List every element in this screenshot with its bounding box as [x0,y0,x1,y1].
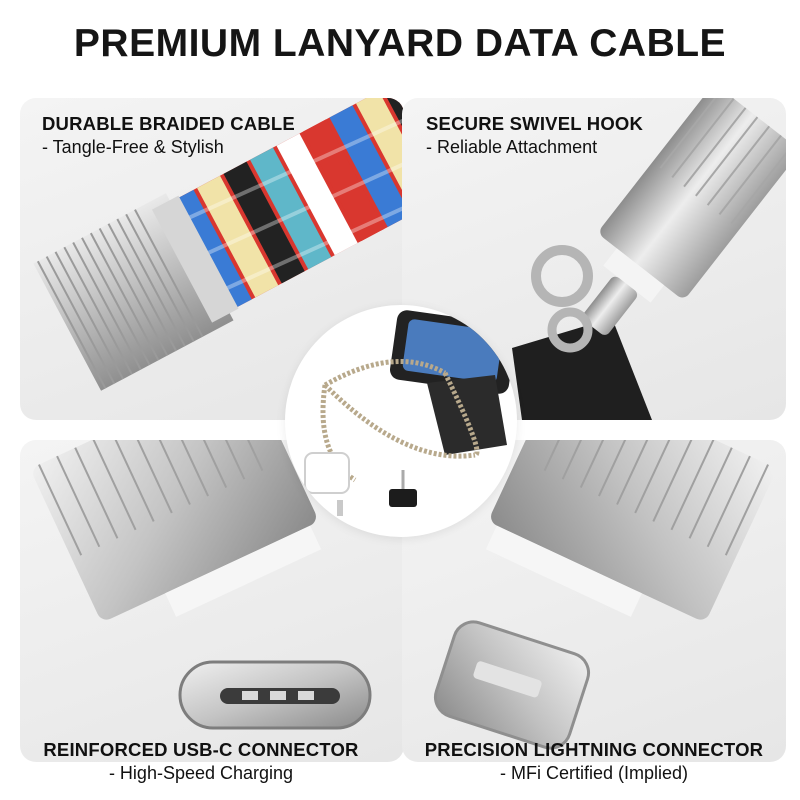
caption-heading: DURABLE BRAIDED CABLE [42,113,295,134]
lanyard-product-illustration [304,310,516,516]
caption-usb-c: REINFORCED USB-C CONNECTOR - High-Speed … [42,738,360,785]
braided-cable-panel [20,98,404,420]
caption-heading: REINFORCED USB-C CONNECTOR [43,739,359,760]
caption-braided-cable: DURABLE BRAIDED CABLE - Tangle-Free & St… [42,112,295,159]
product-overview-circle [285,305,517,537]
lightning-connector-illustration [433,440,774,750]
caption-sub: - High-Speed Charging [108,762,294,783]
caption-sub: - MFi Certified (Implied) [499,762,689,783]
braided-cable-illustration [33,98,404,391]
usb-c-connector-illustration [33,440,372,730]
caption-heading: PRECISION LIGHTNING CONNECTOR [424,739,764,760]
swivel-hook-illustration [512,98,786,420]
caption-swivel-hook: SECURE SWIVEL HOOK - Reliable Attachment [426,112,643,159]
caption-sub: - Reliable Attachment [426,136,598,157]
page-title: PREMIUM LANYARD DATA CABLE [73,22,727,65]
caption-lightning: PRECISION LIGHTNING CONNECTOR - MFi Cert… [416,738,772,785]
caption-heading: SECURE SWIVEL HOOK [426,113,644,134]
caption-sub: - Tangle-Free & Stylish [42,136,224,157]
